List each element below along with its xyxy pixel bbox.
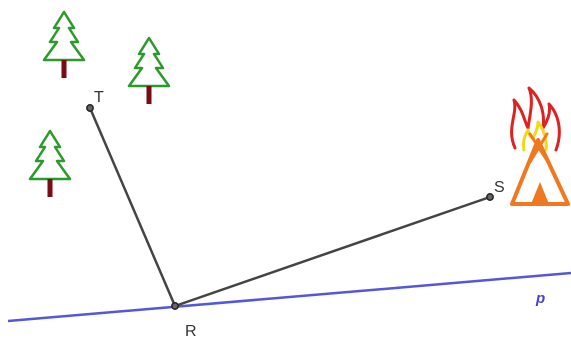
campfire-tent-icon (510, 86, 570, 206)
label-R: R (185, 323, 197, 338)
segment-TR[interactable] (88, 107, 177, 307)
point-S[interactable] (486, 193, 494, 201)
segment-RS[interactable] (174, 195, 491, 308)
point-T[interactable] (86, 104, 94, 112)
label-T: T (94, 89, 104, 106)
tree-icon (42, 10, 86, 78)
label-line-p: p (535, 290, 545, 307)
label-S: S (494, 179, 505, 196)
point-R[interactable] (171, 302, 179, 310)
line-p[interactable] (7, 271, 571, 323)
tree-icon (127, 36, 171, 104)
tree-icon (28, 129, 72, 197)
